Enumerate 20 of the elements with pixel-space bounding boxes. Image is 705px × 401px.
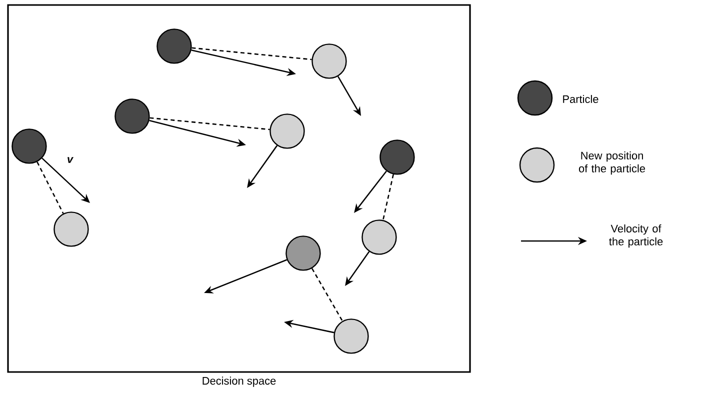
dashed-line [382, 174, 394, 220]
position-circle [270, 114, 305, 149]
edge-label: v [68, 157, 74, 163]
dashed-line [192, 47, 312, 60]
dashed-line [36, 162, 64, 214]
particle-circle [380, 140, 415, 175]
position-circle [362, 220, 397, 255]
particle-circle [286, 236, 321, 271]
particle-circle [156, 28, 192, 64]
position-circle [54, 212, 89, 247]
legend-text: Velocity of the particle [609, 224, 663, 248]
particle-circle [12, 128, 47, 164]
position-circle [312, 44, 347, 79]
node-label: Decision space [202, 376, 276, 387]
particle-circle [114, 98, 150, 134]
legend-text: Particle [563, 94, 598, 104]
position-circle [334, 318, 369, 354]
dashed-line [150, 117, 270, 130]
legend-text: New position of the particle [578, 151, 645, 175]
dashed-line [311, 268, 343, 322]
